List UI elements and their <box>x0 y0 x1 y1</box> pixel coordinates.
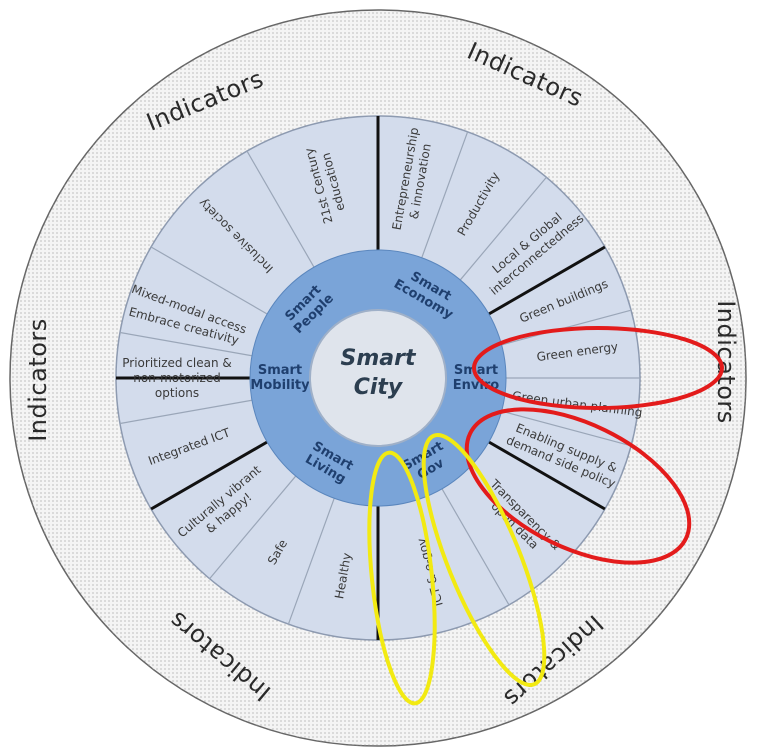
highlight-planning-policy <box>464 407 692 565</box>
sector-dividers <box>116 116 640 640</box>
center-title-line2: City <box>354 375 404 400</box>
domain-divider <box>488 245 606 316</box>
sub-area-divider <box>441 488 510 606</box>
sub-area-divider <box>501 410 632 447</box>
center-title-line1: Smart <box>341 346 417 371</box>
center-circle <box>309 309 447 447</box>
sub-area-divider <box>209 475 297 580</box>
highlight-marks <box>367 326 724 706</box>
indicators-label-left: Indicators <box>24 318 52 442</box>
sub-area-divider <box>287 498 335 625</box>
sub-area-divider <box>421 131 469 258</box>
indicators-label-right: Indicators <box>712 300 740 424</box>
sub-area-divider <box>119 331 253 357</box>
highlight-green-energy <box>472 326 724 410</box>
domain-divider <box>150 440 268 511</box>
sub-area-divider <box>150 246 268 315</box>
sub-area-divider <box>119 399 253 425</box>
sub-area-divider <box>459 176 547 281</box>
domain-divider <box>488 440 606 511</box>
highlight-ict-egov <box>367 450 437 706</box>
sub-area-divider <box>246 150 315 268</box>
highlight-transparency <box>421 433 547 687</box>
